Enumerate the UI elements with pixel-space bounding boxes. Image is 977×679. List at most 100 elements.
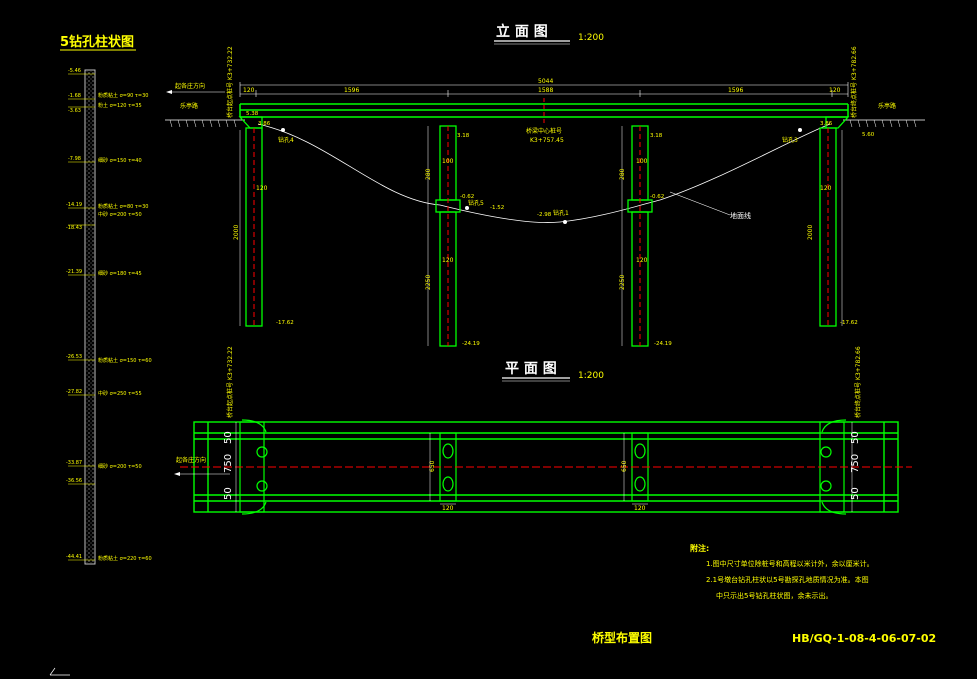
plan-w750-right: 750 <box>850 454 861 473</box>
lvl-bed-left: 3.86 <box>258 121 271 127</box>
lvl-p3-top: 3.18 <box>650 133 663 139</box>
abutment-right <box>819 116 850 327</box>
plan-w650-p3: 650 <box>621 460 628 472</box>
dim-abut-l: 120 <box>256 185 268 192</box>
dim-end-left: 120 <box>243 87 255 94</box>
bh-layer: 粉土 σ=120 τ=35 <box>98 102 142 109</box>
center-station: K3+757.45 <box>530 137 564 144</box>
pier-left <box>435 125 461 347</box>
bh-level: -27.82 <box>66 389 82 395</box>
lvl-p3-cap: -0.62 <box>650 194 664 200</box>
lvl-bed-right: 3.86 <box>820 121 833 127</box>
road-left-label: 乐亭路 <box>180 102 198 110</box>
dim-p3-100: 100 <box>636 158 648 165</box>
bh-level: -1.68 <box>68 93 81 99</box>
bh-layer: 粉质粘土 σ=150 τ=60 <box>98 357 152 364</box>
plan-title: 平 面 图 1:200 <box>502 361 604 382</box>
borehole-title: 5钻孔柱状图 <box>60 34 134 50</box>
road-right-label: 乐亭路 <box>878 102 896 110</box>
dim-p3-280: 280 <box>619 168 626 180</box>
ucs-icon <box>49 667 70 676</box>
notes-line-3: 中只示出5号钻孔柱状图，余未示出。 <box>716 591 832 600</box>
borehole-column: 5钻孔柱状图 -5.46 -1.68 -3.63 -7.98 -14.19 -1… <box>60 34 152 565</box>
notes-block: 附注: 1.图中尺寸单位除桩号和高程以米计外，余以厘米计。 2.1号墩台钻孔柱状… <box>690 543 874 600</box>
bh-level: -5.46 <box>68 68 81 74</box>
bh-level: -33.87 <box>66 460 82 466</box>
plan-abut-right-station: 桥台终点桩号 K3+782.66 <box>854 346 862 418</box>
plan-w120-p2: 120 <box>442 505 454 512</box>
bh-layer: 细砂 σ=180 τ=45 <box>98 270 142 277</box>
bh-level: -3.63 <box>68 108 81 114</box>
bh-level: -21.39 <box>66 269 82 275</box>
bh4-label: 钻孔4 <box>278 136 294 144</box>
abutment-left <box>238 116 263 327</box>
plan-w750-left: 750 <box>223 454 234 473</box>
dim-abut-r: 120 <box>820 185 832 192</box>
dim-span1: 1596 <box>344 87 359 94</box>
pile-len-p2: 2250 <box>425 275 432 290</box>
bh-layer: 粉质粘土 σ=80 τ=30 <box>98 203 148 210</box>
abut-left-station: 桥台起点桩号 K3+732.22 <box>226 46 234 118</box>
plan-dir-label: 起各庄方向 <box>176 456 206 464</box>
ground-line-label: 地面线 <box>730 211 751 220</box>
notes-line-2: 2.1号墩台钻孔柱状以5号勘探孔地质情况为准。本图 <box>706 575 869 584</box>
pile-len-right: 2000 <box>807 225 814 240</box>
plan-w650-p2: 650 <box>429 460 436 472</box>
pier-right <box>627 125 653 347</box>
dim-span3: 1596 <box>728 87 743 94</box>
drawing-name: 桥型布置图 <box>592 630 652 645</box>
lvl-btm-p2: -24.19 <box>462 341 480 347</box>
plan-w120-p3: 120 <box>634 505 646 512</box>
abut-right-station: 桥台终点桩号 K3+782.66 <box>850 46 858 118</box>
bh3-label: 钻孔3 <box>782 136 798 144</box>
elevation-title: 立 面 图 1:200 <box>494 23 604 45</box>
dim-p2-120: 120 <box>442 257 454 264</box>
elevation-scale: 1:200 <box>578 33 604 43</box>
lvl-p2-top: 3.18 <box>457 133 470 139</box>
plan-w50-right-top: 50 <box>850 431 861 444</box>
lvl-r5: 5.60 <box>862 132 875 138</box>
dim-p2-100: 100 <box>442 158 454 165</box>
plan-scale: 1:200 <box>578 371 604 381</box>
elevation-view: 5044 1596 1588 1596 120 120 起各庄方向 乐亭路 乐亭… <box>165 46 925 347</box>
bh-level: -18.43 <box>66 225 82 231</box>
dir-left-label: 起各庄方向 <box>175 82 205 90</box>
plan-w50-left-btm: 50 <box>223 487 234 500</box>
notes-line-1: 1.图中尺寸单位除桩号和高程以米计外，余以厘米计。 <box>706 559 874 568</box>
pile-len-p3: 2250 <box>619 275 626 290</box>
plan-abut-left-station: 桥台起点桩号 K3+732.22 <box>226 346 234 418</box>
lvl-bed-2: -2.98 <box>537 212 552 218</box>
plan-w50-right-btm: 50 <box>850 487 861 500</box>
pile-len-left: 2000 <box>233 225 240 240</box>
borehole-hatch <box>86 71 94 563</box>
lvl-btm-p3: -24.19 <box>654 341 672 347</box>
dim-p2-280: 280 <box>425 168 432 180</box>
bh-layer: 细砂 σ=200 τ=50 <box>98 463 142 470</box>
bh-layer: 细砂 σ=150 τ=40 <box>98 157 142 164</box>
bh5-label: 钻孔5 <box>468 199 484 207</box>
bh-layer: 中砂 σ=200 τ=50 <box>98 211 142 218</box>
bh-level: -36.56 <box>66 478 82 484</box>
lvl-bed-1: -1.52 <box>490 205 504 211</box>
plan-w50-left-top: 50 <box>223 431 234 444</box>
lvl-btm-left: -17.62 <box>276 320 294 326</box>
bh-level: -44.41 <box>66 554 82 560</box>
ground-profile-line <box>257 123 831 223</box>
dim-p3-120: 120 <box>636 257 648 264</box>
bh-level: -14.19 <box>66 202 82 208</box>
bh1-label: 钻孔1 <box>553 209 569 217</box>
bh-level: -7.98 <box>68 156 81 162</box>
lvl-top-left: 5.38 <box>246 111 259 117</box>
bh-layer: 粉质粘土 σ=90 τ=30 <box>98 92 148 99</box>
elevation-title-text: 立 面 图 <box>496 23 548 40</box>
bh-layer: 粉质粘土 σ=220 τ=60 <box>98 555 152 562</box>
dim-end-right: 120 <box>829 87 841 94</box>
center-label: 桥梁中心桩号 <box>526 127 562 135</box>
notes-heading: 附注: <box>690 543 709 553</box>
title-block: 桥型布置图 HB/GQ-1-08-4-06-07-02 <box>592 630 936 645</box>
bh-level: -26.53 <box>66 354 82 360</box>
plan-title-text: 平 面 图 <box>505 361 557 377</box>
lvl-btm-right: -17.62 <box>840 320 858 326</box>
plan-view: 起各庄方向 桥台起点桩号 K3+732.22 桥台终点桩号 K3+782.66 … <box>174 346 912 515</box>
